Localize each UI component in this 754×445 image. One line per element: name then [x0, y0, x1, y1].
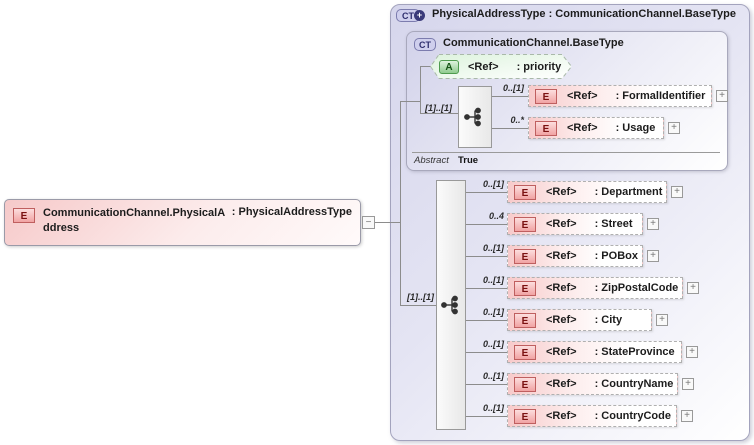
root-element-type: : PhysicalAddressType [231, 206, 352, 218]
connector-line [420, 113, 458, 114]
connector-line [400, 101, 401, 305]
ref-label: <Ref> [546, 282, 577, 294]
root-element[interactable]: E CommunicationChannel.PhysicalAddress :… [4, 199, 361, 246]
sequence-icon [441, 295, 458, 315]
expand-button-countrycode[interactable]: + [681, 410, 693, 422]
connector-line [466, 192, 507, 193]
element-name: : POBox [594, 250, 638, 262]
derived-plus-icon: + [414, 10, 425, 21]
attribute-icon: A [439, 59, 459, 74]
collapse-button-root[interactable]: − [362, 216, 375, 229]
element-name: : CountryName [594, 378, 674, 390]
expand-button-street[interactable]: + [647, 218, 659, 230]
ref-label: <Ref> [546, 410, 577, 422]
connector-line [400, 305, 436, 306]
connector-line [466, 320, 507, 321]
ref-label: <Ref> [546, 346, 577, 358]
element-zippostalcode[interactable]: E <Ref> : ZipPostalCode [507, 277, 683, 299]
cardinality-label: 0..* [510, 115, 524, 125]
connector-line [466, 416, 507, 417]
element-icon: E [535, 88, 557, 104]
cardinality-label: [1]..[1] [407, 292, 434, 302]
cardinality-label: 0..4 [488, 211, 504, 221]
expand-button-pobox[interactable]: + [647, 250, 659, 262]
element-icon: E [514, 408, 536, 424]
expand-button-countryname[interactable]: + [682, 378, 694, 390]
element-countrycode[interactable]: E <Ref> : CountryCode [507, 405, 677, 427]
cardinality-label: 0..[1] [482, 243, 504, 253]
element-name: : Usage [615, 122, 656, 134]
element-name: : Street [594, 218, 633, 230]
root-element-name: CommunicationChannel.PhysicalAddress [43, 207, 226, 234]
abstract-label: Abstract [414, 155, 449, 166]
connector-line [492, 128, 528, 129]
abstract-value: True [458, 155, 479, 166]
expand-button-department[interactable]: + [671, 186, 683, 198]
element-icon: E [514, 216, 536, 232]
ref-label: <Ref> [546, 250, 577, 262]
element-icon: E [514, 280, 536, 296]
element-department[interactable]: E <Ref> : Department [507, 181, 667, 203]
expand-button-zippostalcode[interactable]: + [687, 282, 699, 294]
cardinality-label: 0..[1] [482, 403, 504, 413]
sequence-icon [464, 107, 481, 127]
ref-label: <Ref> [567, 122, 598, 134]
base-type-icon: CT [414, 38, 436, 51]
ref-label: <Ref> [567, 90, 598, 102]
cardinality-label: 0..[1] [482, 307, 504, 317]
element-pobox[interactable]: E <Ref> : POBox [507, 245, 643, 267]
element-name: : StateProvince [594, 346, 675, 358]
element-formalidentifier[interactable]: E <Ref> : FormalIdentifier [528, 85, 712, 107]
attribute-priority[interactable]: A <Ref> : priority [429, 54, 573, 79]
expand-button-usage[interactable]: + [668, 122, 680, 134]
cardinality-label: 0..[1] [482, 339, 504, 349]
base-type-title: CommunicationChannel.BaseType [443, 37, 624, 49]
connector-line [466, 256, 507, 257]
element-icon: E [514, 344, 536, 360]
connector-line [466, 384, 507, 385]
attribute-name: : priority [516, 60, 562, 73]
element-name: : CountryCode [594, 410, 671, 422]
connector-line [375, 222, 400, 223]
expand-button-formalidentifier[interactable]: + [716, 90, 728, 102]
ref-label: <Ref> [546, 314, 577, 326]
element-name: : Department [594, 186, 663, 198]
ref-label: <Ref> [546, 186, 577, 198]
element-usage[interactable]: E <Ref> : Usage [528, 117, 664, 139]
element-name: : City [594, 314, 623, 326]
expand-button-stateprovince[interactable]: + [686, 346, 698, 358]
connector-line [400, 101, 420, 102]
connector-line [420, 66, 431, 67]
divider [412, 152, 720, 153]
element-name: : FormalIdentifier [615, 90, 706, 102]
element-countryname[interactable]: E <Ref> : CountryName [507, 373, 678, 395]
element-name: : ZipPostalCode [594, 282, 679, 294]
cardinality-label: [1]..[1] [425, 103, 452, 113]
cardinality-label: 0..[1] [502, 83, 524, 93]
ref-label: <Ref> [546, 218, 577, 230]
element-icon: E [535, 120, 557, 136]
connector-line [420, 66, 421, 114]
cardinality-label: 0..[1] [482, 179, 504, 189]
expand-button-city[interactable]: + [656, 314, 668, 326]
attribute-hexagon-shape [429, 54, 573, 79]
connector-line [466, 288, 507, 289]
connector-line [466, 352, 507, 353]
cardinality-label: 0..[1] [482, 371, 504, 381]
element-icon: E [514, 312, 536, 328]
cardinality-label: 0..[1] [482, 275, 504, 285]
ref-label: <Ref> [468, 60, 499, 73]
element-icon: E [514, 184, 536, 200]
element-stateprovince[interactable]: E <Ref> : StateProvince [507, 341, 682, 363]
complex-type-title: PhysicalAddressType : CommunicationChann… [432, 8, 737, 20]
connector-line [466, 224, 507, 225]
element-icon: E [13, 208, 35, 223]
ref-label: <Ref> [546, 378, 577, 390]
connector-line [492, 96, 528, 97]
element-street[interactable]: E <Ref> : Street [507, 213, 643, 235]
element-icon: E [514, 248, 536, 264]
element-city[interactable]: E <Ref> : City [507, 309, 652, 331]
element-icon: E [514, 376, 536, 392]
